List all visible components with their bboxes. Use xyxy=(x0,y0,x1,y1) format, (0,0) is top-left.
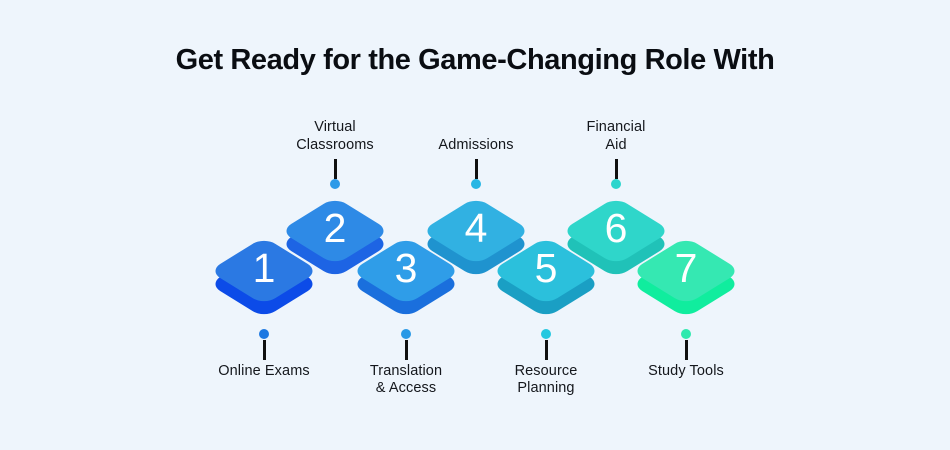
callout-translation-access: Translation & Access xyxy=(336,329,476,398)
diamond-step-7: 7 xyxy=(630,216,742,326)
step-number: 3 xyxy=(394,244,418,291)
step-label: Translation & Access xyxy=(369,363,443,397)
callout-resource-planning: Resource Planning xyxy=(476,329,616,398)
step-number: 5 xyxy=(534,244,558,291)
connector-line xyxy=(333,159,337,179)
connector-line xyxy=(544,340,548,360)
step-number: 6 xyxy=(604,204,628,251)
step-label: Financial Aid xyxy=(586,119,646,153)
connector-line xyxy=(262,340,266,360)
callout-virtual-classrooms: Virtual Classrooms xyxy=(265,119,405,189)
connector-dot xyxy=(471,179,481,189)
diamond-step-5: 5 xyxy=(490,216,602,326)
callout-admissions: Admissions xyxy=(406,137,546,189)
connector-dot xyxy=(259,329,269,339)
diamond-step-6: 6 xyxy=(560,176,672,286)
step-number: 4 xyxy=(464,204,488,251)
diamond-step-3: 3 xyxy=(350,216,462,326)
connector-line xyxy=(614,159,618,179)
step-label: Virtual Classrooms xyxy=(296,119,374,153)
callout-online-exams: Online Exams xyxy=(194,329,334,380)
page-title: Get Ready for the Game-Changing Role Wit… xyxy=(175,44,775,76)
diamond-step-2: 2 xyxy=(279,176,391,286)
connector-dot xyxy=(541,329,551,339)
step-number: 1 xyxy=(252,244,276,291)
step-label: Admissions xyxy=(438,136,514,153)
step-number: 7 xyxy=(674,244,698,291)
connector-line xyxy=(404,340,408,360)
connector-dot xyxy=(611,179,621,189)
step-label: Online Exams xyxy=(218,363,310,379)
callout-study-tools: Study Tools xyxy=(616,329,756,380)
diamond-step-1: 1 xyxy=(208,216,320,326)
connector-line xyxy=(474,159,478,179)
connector-line xyxy=(684,340,688,360)
callout-financial-aid: Financial Aid xyxy=(546,119,686,189)
step-label: Resource Planning xyxy=(514,363,578,397)
connector-dot xyxy=(330,179,340,189)
connector-dot xyxy=(401,329,411,339)
step-number: 2 xyxy=(323,204,347,251)
diamond-step-4: 4 xyxy=(420,176,532,286)
connector-dot xyxy=(681,329,691,339)
step-label: Study Tools xyxy=(648,363,724,379)
